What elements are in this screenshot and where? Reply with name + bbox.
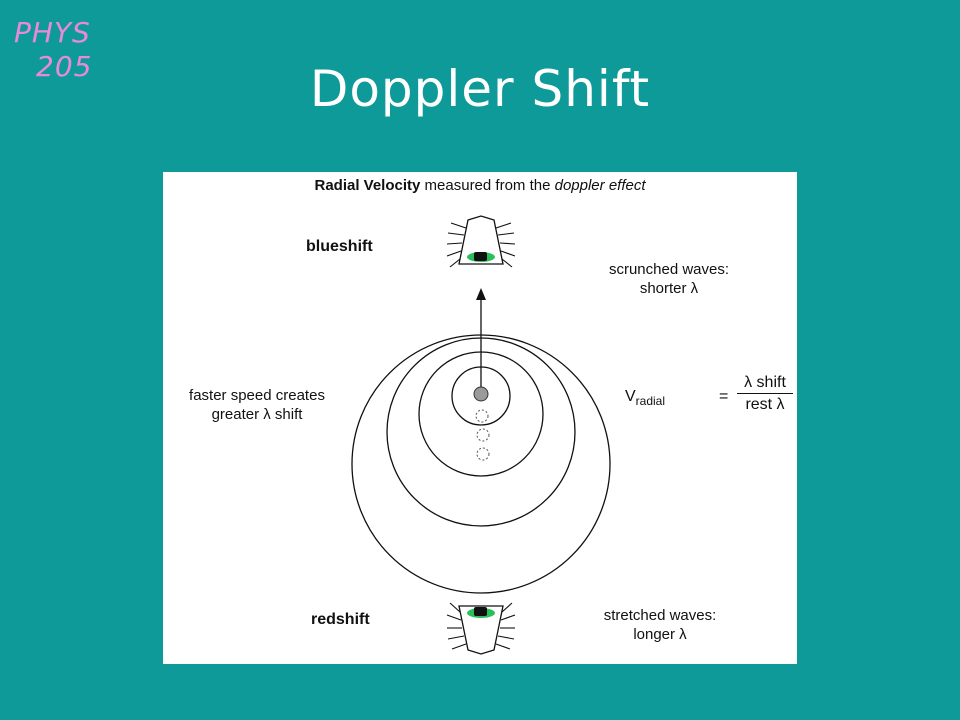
- speed-text: faster speed creates greater λ shift: [165, 386, 349, 424]
- scrunched-line2: shorter λ: [639, 280, 699, 297]
- stretched-line2: longer λ: [633, 626, 687, 643]
- formula-denominator: rest λ: [745, 396, 785, 413]
- course-tag: PHYS 205: [14, 16, 92, 84]
- source-past-3: [476, 447, 490, 461]
- formula-v-subscript: radial: [635, 394, 666, 408]
- formula-v: Vradial: [625, 388, 666, 408]
- redshift-label: redshift: [311, 611, 370, 628]
- slide-title: Doppler Shift: [309, 60, 651, 118]
- stretched-waves-text: stretched waves: longer λ: [575, 606, 745, 644]
- stretched-line1: stretched waves:: [603, 607, 717, 624]
- blueshift-label: blueshift: [306, 238, 373, 255]
- motion-arrow-head: [476, 288, 486, 300]
- observer-top-icon: [446, 215, 516, 268]
- figure-title-italic: doppler effect: [554, 177, 646, 194]
- scrunched-line1: scrunched waves:: [608, 261, 730, 278]
- source-past-2: [476, 428, 490, 442]
- source-past-1: [475, 409, 489, 423]
- formula-numerator: λ shift: [737, 374, 793, 394]
- figure-title-bold: Radial Velocity: [314, 177, 421, 194]
- doppler-diagram: [351, 215, 611, 655]
- scrunched-waves-text: scrunched waves: shorter λ: [589, 260, 749, 298]
- speed-line1: faster speed creates: [189, 387, 325, 404]
- course-tag-line1: PHYS: [14, 16, 91, 49]
- doppler-figure: Radial Velocity measured from the dopple…: [163, 172, 797, 664]
- figure-title-mid: measured from the: [420, 177, 555, 194]
- source-current: [473, 386, 489, 402]
- observer-bottom-icon: [446, 602, 516, 655]
- formula-fraction: λ shift rest λ: [737, 374, 793, 414]
- speed-line2: greater λ shift: [211, 406, 303, 423]
- figure-title: Radial Velocity measured from the dopple…: [163, 176, 797, 195]
- course-tag-line2: 205: [36, 50, 93, 83]
- formula-equals: =: [719, 388, 729, 405]
